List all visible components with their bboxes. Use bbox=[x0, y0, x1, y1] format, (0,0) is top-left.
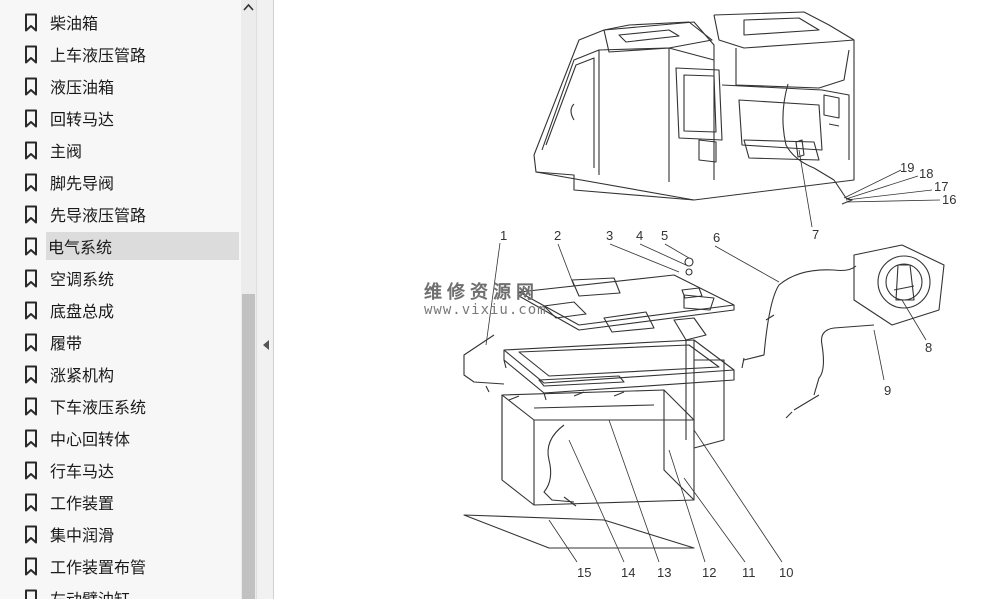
callout-number: 11 bbox=[742, 565, 756, 580]
bookmark-icon bbox=[24, 397, 38, 416]
bookmark-item[interactable]: 电气系统 bbox=[25, 232, 239, 260]
bookmark-label: 涨紧机构 bbox=[50, 366, 115, 385]
watermark-url: www.vixiu.com bbox=[424, 302, 547, 318]
bookmark-label: 底盘总成 bbox=[50, 302, 115, 321]
scroll-up-arrow-icon[interactable] bbox=[241, 0, 256, 16]
bookmark-icon bbox=[24, 141, 38, 160]
callout-number: 18 bbox=[919, 166, 933, 181]
bookmark-item[interactable]: 行车马达 bbox=[18, 456, 239, 484]
bookmark-icon bbox=[24, 429, 38, 448]
callout-number: 5 bbox=[661, 228, 668, 243]
watermark: 维修资源网 www.vixiu.com bbox=[424, 278, 547, 318]
excavator-upper-body bbox=[533, 11, 855, 205]
bookmark-icon bbox=[24, 45, 38, 64]
bookmark-item[interactable]: 底盘总成 bbox=[18, 296, 239, 324]
bookmark-item[interactable]: 脚先导阀 bbox=[18, 168, 239, 196]
bookmark-item[interactable]: 工作装置 bbox=[18, 488, 239, 516]
watermark-title: 维修资源网 bbox=[424, 282, 539, 303]
bookmark-item[interactable]: 下车液压系统 bbox=[18, 392, 239, 420]
callout-number: 14 bbox=[621, 565, 635, 580]
bookmark-item[interactable]: 左动臂油缸 bbox=[18, 584, 239, 599]
bookmark-label: 先导液压管路 bbox=[50, 206, 147, 225]
bookmark-icon bbox=[24, 589, 38, 599]
bookmark-icon bbox=[24, 13, 38, 32]
bookmark-icon bbox=[24, 365, 38, 384]
bookmark-label: 左动臂油缸 bbox=[50, 586, 130, 599]
bookmark-icon bbox=[24, 205, 38, 224]
callout-number: 16 bbox=[942, 192, 956, 207]
bookmark-item[interactable]: 涨紧机构 bbox=[18, 360, 239, 388]
bookmark-label: 行车马达 bbox=[50, 462, 115, 481]
collapse-left-icon[interactable] bbox=[261, 337, 271, 353]
callout-number: 1 bbox=[500, 228, 507, 243]
bookmark-icon bbox=[24, 301, 38, 320]
bookmark-label: 主阀 bbox=[50, 142, 83, 161]
bookmark-item[interactable]: 履带 bbox=[18, 328, 239, 356]
callout-number: 19 bbox=[900, 160, 914, 175]
callout-number: 2 bbox=[554, 228, 561, 243]
callout-number: 17 bbox=[934, 179, 948, 194]
callout-number: 4 bbox=[636, 228, 643, 243]
bookmark-label: 集中润滑 bbox=[50, 526, 115, 545]
bookmark-icon bbox=[24, 493, 38, 512]
scroll-thumb[interactable] bbox=[242, 294, 255, 599]
bookmark-item[interactable]: 集中润滑 bbox=[18, 520, 239, 548]
bookmark-label: 工作装置布管 bbox=[50, 558, 147, 577]
bookmark-item[interactable]: 空调系统 bbox=[18, 264, 239, 292]
bookmark-item[interactable]: 中心回转体 bbox=[18, 424, 239, 452]
bookmark-item[interactable]: 主阀 bbox=[18, 136, 239, 164]
battery-switch-assembly bbox=[741, 244, 945, 419]
callout-number: 6 bbox=[713, 230, 720, 245]
callout-number: 7 bbox=[812, 227, 819, 242]
bookmark-label: 柴油箱 bbox=[50, 14, 99, 33]
bookmark-label: 中心回转体 bbox=[50, 430, 131, 449]
bookmark-item[interactable]: 工作装置布管 bbox=[18, 552, 239, 580]
bookmark-icon bbox=[24, 77, 38, 96]
bookmark-icon bbox=[24, 237, 38, 256]
callout-leader-lines bbox=[485, 149, 941, 563]
bookmark-item[interactable]: 先导液压管路 bbox=[18, 200, 239, 228]
callout-number: 9 bbox=[884, 383, 891, 398]
bookmark-icon bbox=[24, 557, 38, 576]
bookmark-label: 上车液压管路 bbox=[50, 46, 147, 65]
bookmark-label: 下车液压系统 bbox=[50, 398, 147, 417]
sidebar-scrollbar[interactable] bbox=[241, 0, 256, 599]
bookmark-label: 履带 bbox=[50, 334, 83, 353]
callout-number: 10 bbox=[779, 565, 793, 580]
bookmark-icon bbox=[24, 173, 38, 192]
bookmark-label: 空调系统 bbox=[50, 270, 115, 289]
bookmark-icon bbox=[24, 525, 38, 544]
callout-number: 12 bbox=[702, 565, 716, 580]
bookmark-label: 液压油箱 bbox=[50, 78, 115, 97]
callout-number: 8 bbox=[925, 340, 932, 355]
bookmark-icon bbox=[24, 269, 38, 288]
callout-number: 15 bbox=[577, 565, 591, 580]
bookmark-icon bbox=[24, 333, 38, 352]
panel-splitter[interactable] bbox=[256, 0, 274, 599]
bookmark-item[interactable]: 液压油箱 bbox=[18, 72, 239, 100]
callout-number: 3 bbox=[606, 228, 613, 243]
bookmark-item[interactable]: 柴油箱 bbox=[18, 8, 239, 36]
bookmarks-panel: 柴油箱上车液压管路液压油箱回转马达主阀脚先导阀先导液压管路电气系统空调系统底盘总… bbox=[0, 0, 241, 599]
bookmark-label: 脚先导阀 bbox=[50, 174, 115, 193]
bookmark-item[interactable]: 上车液压管路 bbox=[18, 40, 239, 68]
bookmark-label: 电气系统 bbox=[48, 238, 113, 257]
bookmark-label: 回转马达 bbox=[50, 110, 115, 129]
bookmark-icon bbox=[24, 461, 38, 480]
callout-number: 13 bbox=[657, 565, 671, 580]
bookmark-icon bbox=[24, 109, 38, 128]
bookmark-item[interactable]: 回转马达 bbox=[18, 104, 239, 132]
bookmark-label: 工作装置 bbox=[50, 494, 115, 513]
